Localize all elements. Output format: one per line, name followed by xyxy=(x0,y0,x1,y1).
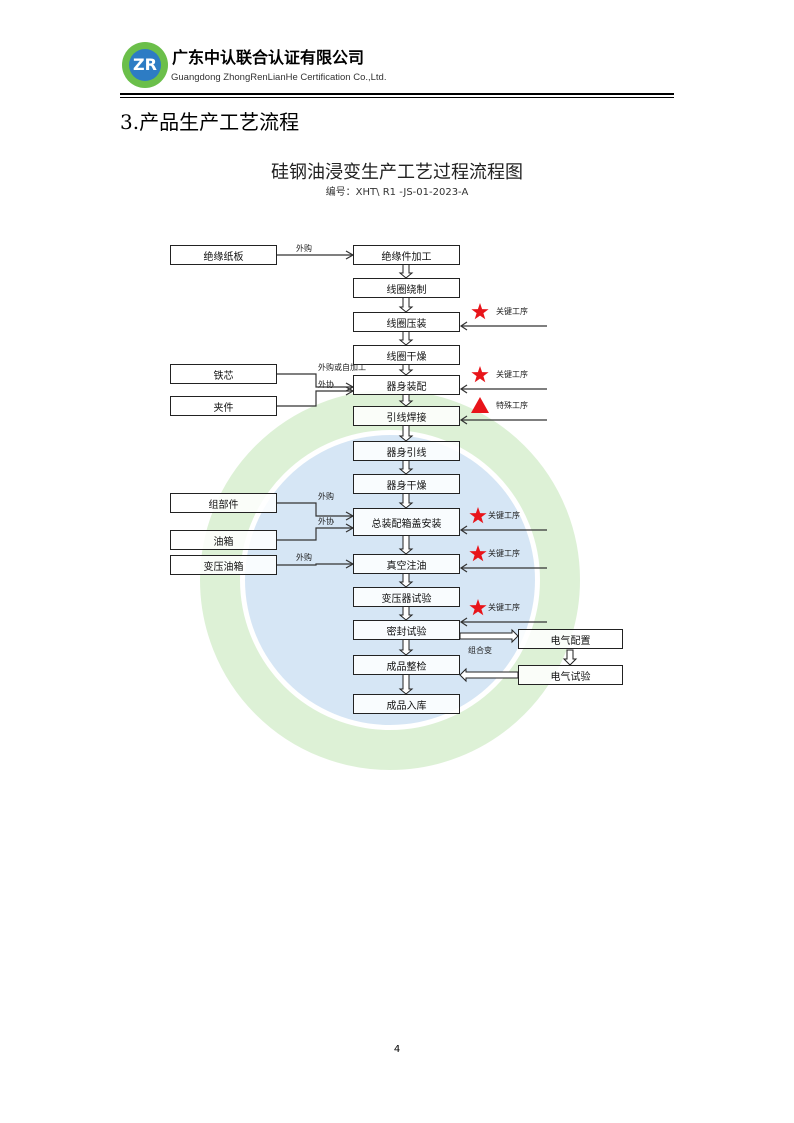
process-step: 器身引线 xyxy=(353,441,460,461)
process-step: 器身干燥 xyxy=(353,474,460,494)
flow-arrow xyxy=(398,607,414,621)
input-source-label: 外购 xyxy=(318,492,334,501)
arrow-head xyxy=(459,617,468,627)
arrow-head xyxy=(459,321,468,331)
marker-label: 关键工序 xyxy=(496,370,528,379)
arrow-head xyxy=(459,415,468,425)
section-title: 3.产品生产工艺流程 xyxy=(120,110,300,134)
input-material: 绝缘纸板 xyxy=(170,245,277,265)
process-step: 成品整检 xyxy=(353,655,460,675)
key-process-star-icon xyxy=(469,599,487,616)
flow-arrow xyxy=(398,395,414,407)
special-process-triangle-icon xyxy=(471,397,489,413)
side-process-step: 电气配置 xyxy=(518,629,623,649)
side-flow-arrow xyxy=(562,649,578,666)
flowchart-code: 编号：XHT\ R1 -JS-01-2023-A xyxy=(325,187,469,198)
page-number: 4 xyxy=(393,1044,401,1055)
flowchart-title: 硅钢油浸变生产工艺过程流程图 xyxy=(271,162,523,183)
arrow-head xyxy=(459,563,468,573)
company-name-en: Guangdong ZhongRenLianHe Certification C… xyxy=(171,72,387,83)
input-material: 组部件 xyxy=(170,493,277,513)
input-source-label: 外购 xyxy=(296,553,312,562)
key-process-star-icon xyxy=(469,545,487,562)
arrow-head xyxy=(459,384,468,394)
process-step: 线圈压装 xyxy=(353,312,460,332)
input-connector xyxy=(277,373,353,388)
side-process-step: 电气试验 xyxy=(518,665,623,685)
flow-arrow xyxy=(398,265,414,279)
company-logo: ZR xyxy=(122,42,168,88)
marker-label: 关键工序 xyxy=(488,603,520,612)
company-name-cn: 广东中认联合认证有限公司 xyxy=(172,48,365,67)
process-step: 引线焊接 xyxy=(353,406,460,426)
input-connector xyxy=(277,390,353,407)
marker-label: 关键工序 xyxy=(496,307,528,316)
input-source-label: 外购 xyxy=(296,244,312,253)
process-step: 真空注油 xyxy=(353,554,460,574)
flow-arrow xyxy=(398,461,414,475)
header-divider-thin xyxy=(120,97,674,98)
key-process-star-icon xyxy=(471,303,489,320)
side-flow-arrow xyxy=(459,667,519,683)
input-material: 铁芯 xyxy=(170,364,277,384)
flow-arrow xyxy=(398,298,414,313)
process-step: 器身装配 xyxy=(353,375,460,395)
input-connector xyxy=(277,563,353,566)
flow-arrow xyxy=(398,640,414,656)
input-material: 夹件 xyxy=(170,396,277,416)
marker-label: 关键工序 xyxy=(488,511,520,520)
marker-label: 关键工序 xyxy=(488,549,520,558)
process-step: 总装配箱盖安装 xyxy=(353,508,460,536)
input-source-label: 外购或自加工 xyxy=(318,363,366,372)
flow-arrow xyxy=(398,574,414,588)
logo-mark: ZR xyxy=(129,49,161,81)
side-flow-arrow xyxy=(459,628,519,644)
process-step: 密封试验 xyxy=(353,620,460,640)
flow-arrow xyxy=(398,365,414,376)
process-step: 变压器试验 xyxy=(353,587,460,607)
flow-arrow xyxy=(398,332,414,346)
input-material: 变压油箱 xyxy=(170,555,277,575)
input-source-label: 外协 xyxy=(318,517,334,526)
flow-arrow xyxy=(398,675,414,695)
flow-arrow xyxy=(398,494,414,509)
process-step: 成品入库 xyxy=(353,694,460,714)
side-branch-label: 组合变 xyxy=(468,646,492,655)
process-step: 线圈绕制 xyxy=(353,278,460,298)
key-process-star-icon xyxy=(469,507,487,524)
key-process-star-icon xyxy=(471,366,489,383)
marker-label: 特殊工序 xyxy=(496,401,528,410)
input-connector xyxy=(277,527,353,541)
header-divider xyxy=(120,93,674,95)
process-step: 绝缘件加工 xyxy=(353,245,460,265)
input-material: 油箱 xyxy=(170,530,277,550)
input-connector xyxy=(277,502,353,517)
flow-arrow xyxy=(398,426,414,442)
arrow-head xyxy=(459,525,468,535)
flow-arrow xyxy=(398,536,414,555)
process-step: 线圈干燥 xyxy=(353,345,460,365)
input-source-label: 外协 xyxy=(318,380,334,389)
